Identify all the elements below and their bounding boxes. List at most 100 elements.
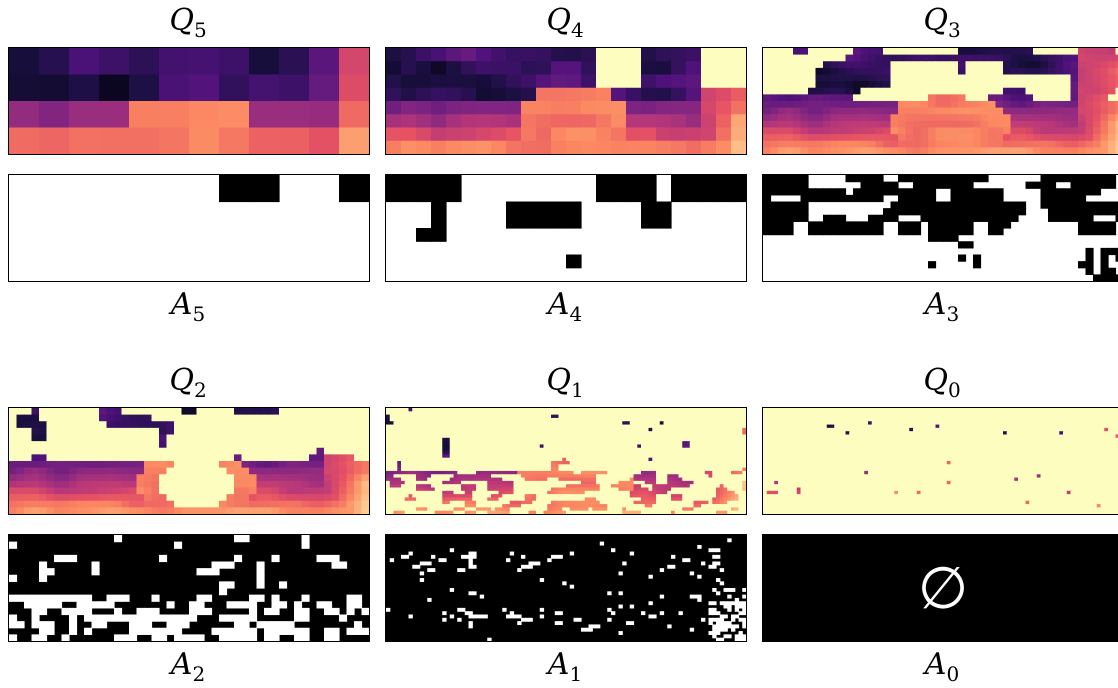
heatmap-cell	[686, 480, 691, 485]
heatmap-cell	[644, 470, 650, 475]
heatmap-cell	[633, 431, 638, 436]
heatmap-cell	[599, 454, 605, 459]
heatmap-cell	[129, 127, 160, 154]
heatmap-cell	[670, 457, 676, 462]
heatmap-cell	[517, 427, 522, 432]
heatmap-cell	[539, 434, 545, 439]
heatmap-cell	[389, 487, 395, 492]
heatmap-cell	[1025, 54, 1034, 62]
heatmap-cell	[830, 81, 839, 89]
heatmap-cell	[1092, 127, 1102, 135]
heatmap-cell	[9, 434, 18, 442]
heatmap-cell	[551, 490, 556, 495]
heatmap-cell	[346, 441, 355, 449]
heatmap-cell	[449, 431, 455, 436]
heatmap-cell	[416, 411, 421, 416]
heatmap-cell	[404, 490, 410, 495]
heatmap-cell	[438, 444, 443, 449]
heatmap-cell	[416, 467, 421, 472]
mask-cell	[196, 601, 205, 609]
mask-cell	[815, 228, 824, 236]
heatmap-cell	[1040, 140, 1049, 148]
heatmap-cell	[1092, 94, 1102, 102]
heatmap-cell	[461, 427, 466, 432]
heatmap-cell	[354, 447, 363, 455]
heatmap-cell	[393, 461, 398, 465]
heatmap-cell	[603, 477, 608, 482]
heatmap-cell	[99, 467, 108, 475]
heatmap-cell	[361, 421, 369, 429]
heatmap-cell	[596, 480, 601, 485]
heatmap-cell	[532, 451, 537, 455]
heatmap-cell	[144, 414, 153, 422]
heatmap-cell	[524, 421, 530, 426]
heatmap-cell	[697, 494, 702, 499]
heatmap-cell	[592, 451, 597, 455]
heatmap-cell	[324, 507, 333, 514]
heatmap-cell	[286, 434, 295, 442]
heatmap-cell	[464, 424, 470, 429]
heatmap-cell	[9, 500, 18, 508]
heatmap-cell	[427, 437, 432, 442]
heatmap-cell	[727, 417, 732, 422]
heatmap-cell	[9, 127, 40, 154]
heatmap-cell	[633, 490, 638, 495]
heatmap-cell	[618, 480, 623, 485]
heatmap-cell	[490, 408, 496, 412]
heatmap-cell	[136, 414, 145, 422]
heatmap-cell	[509, 487, 515, 492]
heatmap-cell	[950, 74, 959, 82]
heatmap-cell	[580, 417, 586, 422]
heatmap-cell	[528, 431, 533, 436]
heatmap-cell	[219, 474, 228, 482]
mask-cell	[431, 214, 447, 229]
heatmap-cell	[584, 437, 590, 442]
heatmap-cell	[830, 147, 839, 154]
heatmap-cell	[442, 437, 447, 442]
heatmap-cell	[701, 127, 717, 142]
heatmap-cell	[279, 421, 288, 429]
heatmap-cell	[928, 54, 937, 62]
heatmap-cell	[521, 474, 526, 479]
heatmap-cell	[479, 490, 485, 495]
heatmap-cell	[708, 480, 713, 485]
heatmap-cell	[592, 461, 597, 465]
heatmap-cell	[461, 414, 466, 419]
heatmap-cell	[596, 451, 601, 455]
heatmap-cell	[301, 414, 310, 422]
heatmap-cell	[1078, 61, 1087, 69]
heatmap-cell	[580, 464, 586, 469]
heatmap-cell	[551, 424, 556, 429]
heatmap-cell	[808, 74, 817, 82]
heatmap-cell	[678, 431, 683, 436]
heatmap-cell	[1115, 127, 1118, 135]
heatmap-cell	[890, 48, 899, 56]
mask-cell	[121, 634, 130, 641]
heatmap-cell	[106, 408, 115, 416]
heatmap-cell	[596, 477, 601, 482]
heatmap-cell	[670, 411, 676, 416]
heatmap-cell	[980, 140, 989, 148]
heatmap-cell	[618, 451, 623, 455]
heatmap-cell	[521, 484, 526, 489]
heatmap-cell	[453, 447, 458, 452]
heatmap-cell	[569, 417, 575, 422]
heatmap-cell	[693, 421, 698, 426]
heatmap-cell	[479, 494, 485, 499]
heatmap-cell	[988, 140, 997, 148]
heatmap-cell	[547, 421, 552, 426]
heatmap-cell	[445, 490, 451, 495]
heatmap-cell	[800, 54, 809, 62]
mask-cell	[46, 621, 55, 629]
heatmap-cell	[535, 427, 541, 432]
heatmap-cell	[890, 114, 899, 122]
heatmap-cell	[656, 480, 661, 485]
heatmap-cell	[490, 101, 507, 115]
heatmap-cell	[860, 74, 869, 82]
heatmap-cell	[704, 490, 710, 495]
heatmap-cell	[656, 424, 661, 429]
heatmap-cell	[479, 464, 485, 469]
heatmap-cell	[777, 87, 787, 95]
heatmap-cell	[614, 424, 620, 429]
heatmap-cell	[928, 140, 937, 148]
